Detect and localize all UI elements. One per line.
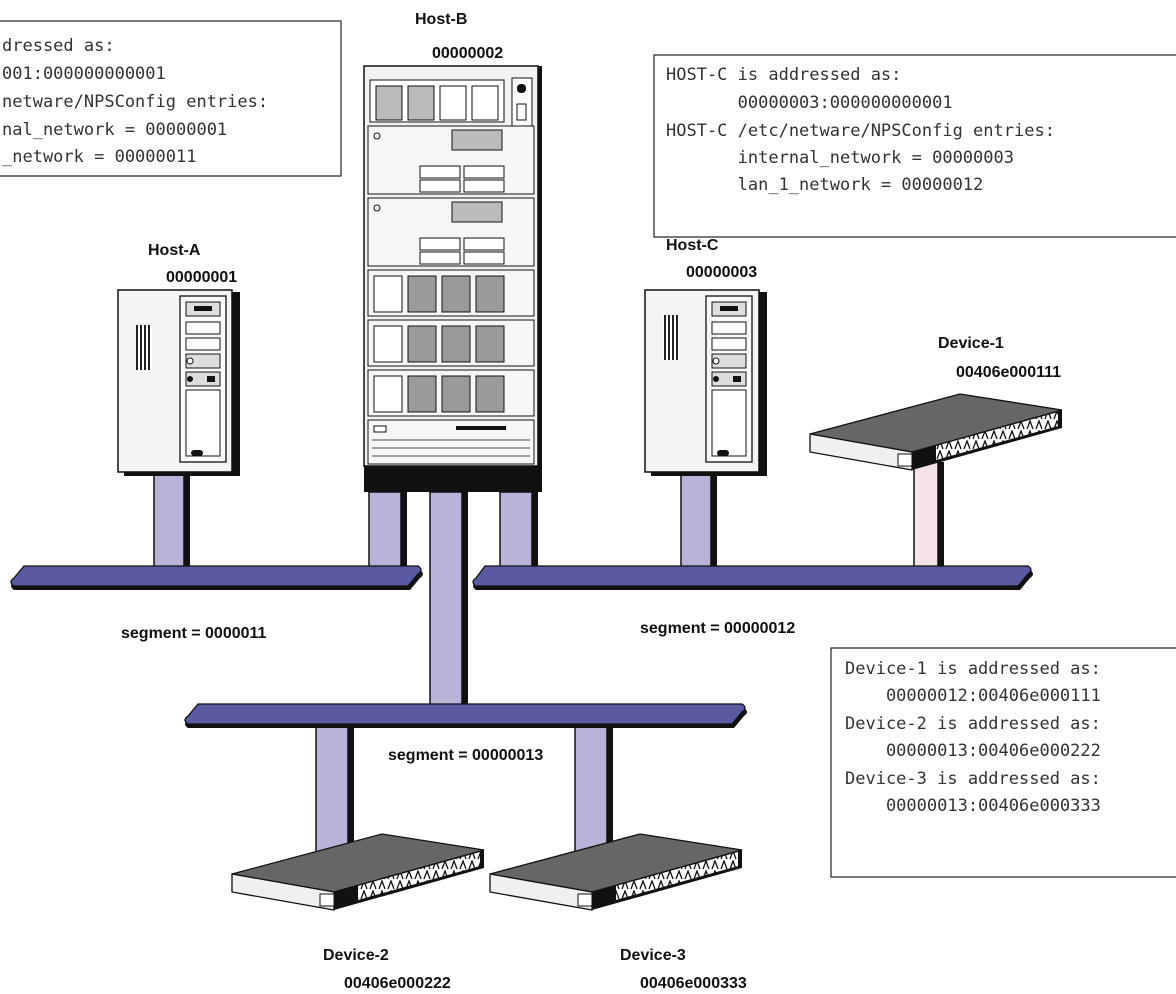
host-a-number: 00000001 — [166, 269, 237, 286]
note-line: Device-1 is addressed as: — [845, 659, 1101, 679]
device-2-switch — [231, 833, 485, 911]
device-2-address: 00406e000222 — [344, 975, 451, 992]
devices-note-box: Device-1 is addressed as: 00000012:00406… — [830, 647, 1176, 878]
note-line: 00000013:00406e000222 — [845, 741, 1101, 761]
host-a-tower — [117, 289, 240, 476]
note-line: 00000013:00406e000333 — [845, 796, 1101, 816]
segment-13-bar — [184, 703, 747, 728]
note-line: nal_network = 00000001 — [2, 120, 227, 140]
host-c-tower — [644, 289, 767, 476]
device-3-switch — [489, 833, 743, 911]
device-2-name: Device-2 — [323, 947, 389, 964]
note-line: dressed as: — [2, 36, 115, 56]
device-1-name: Device-1 — [938, 335, 1004, 352]
note-line: netware/NPSConfig entries: — [2, 92, 268, 112]
segment-11-label: segment = 0000011 — [121, 625, 267, 642]
note-line: internal_network = 00000003 — [666, 148, 1014, 168]
segment-11-bar — [10, 565, 423, 590]
device-1-switch — [809, 393, 1063, 471]
segment-12-bar — [472, 565, 1033, 590]
segment-13-label: segment = 00000013 — [388, 747, 543, 764]
drop-cables — [153, 459, 944, 875]
host-b-rack — [363, 65, 542, 492]
note-line: _network = 00000011 — [2, 147, 196, 167]
device-3-address: 00406e000333 — [640, 975, 747, 992]
host-a-note-box: dressed as: 001:000000000001 netware/NPS… — [0, 20, 342, 177]
host-c-note-box: HOST-C is addressed as: 00000003:0000000… — [653, 54, 1176, 238]
device-3-name: Device-3 — [620, 947, 686, 964]
note-line: 00000012:00406e000111 — [845, 686, 1101, 706]
note-line: Device-2 is addressed as: — [845, 714, 1101, 734]
note-line: HOST-C is addressed as: — [666, 65, 901, 85]
note-line: lan_1_network = 00000012 — [666, 175, 983, 195]
host-b-name: Host-B — [415, 11, 467, 28]
note-line: 00000003:000000000001 — [666, 93, 953, 113]
host-a-name: Host-A — [148, 242, 201, 259]
host-c-number: 00000003 — [686, 264, 757, 281]
host-c-name: Host-C — [666, 237, 719, 254]
host-b-number: 00000002 — [432, 45, 503, 62]
segment-12-label: segment = 00000012 — [640, 620, 795, 637]
note-line: 001:000000000001 — [2, 64, 166, 84]
device-1-address: 00406e000111 — [956, 364, 1061, 381]
note-line: Device-3 is addressed as: — [845, 769, 1101, 789]
note-line: HOST-C /etc/netware/NPSConfig entries: — [666, 121, 1055, 141]
